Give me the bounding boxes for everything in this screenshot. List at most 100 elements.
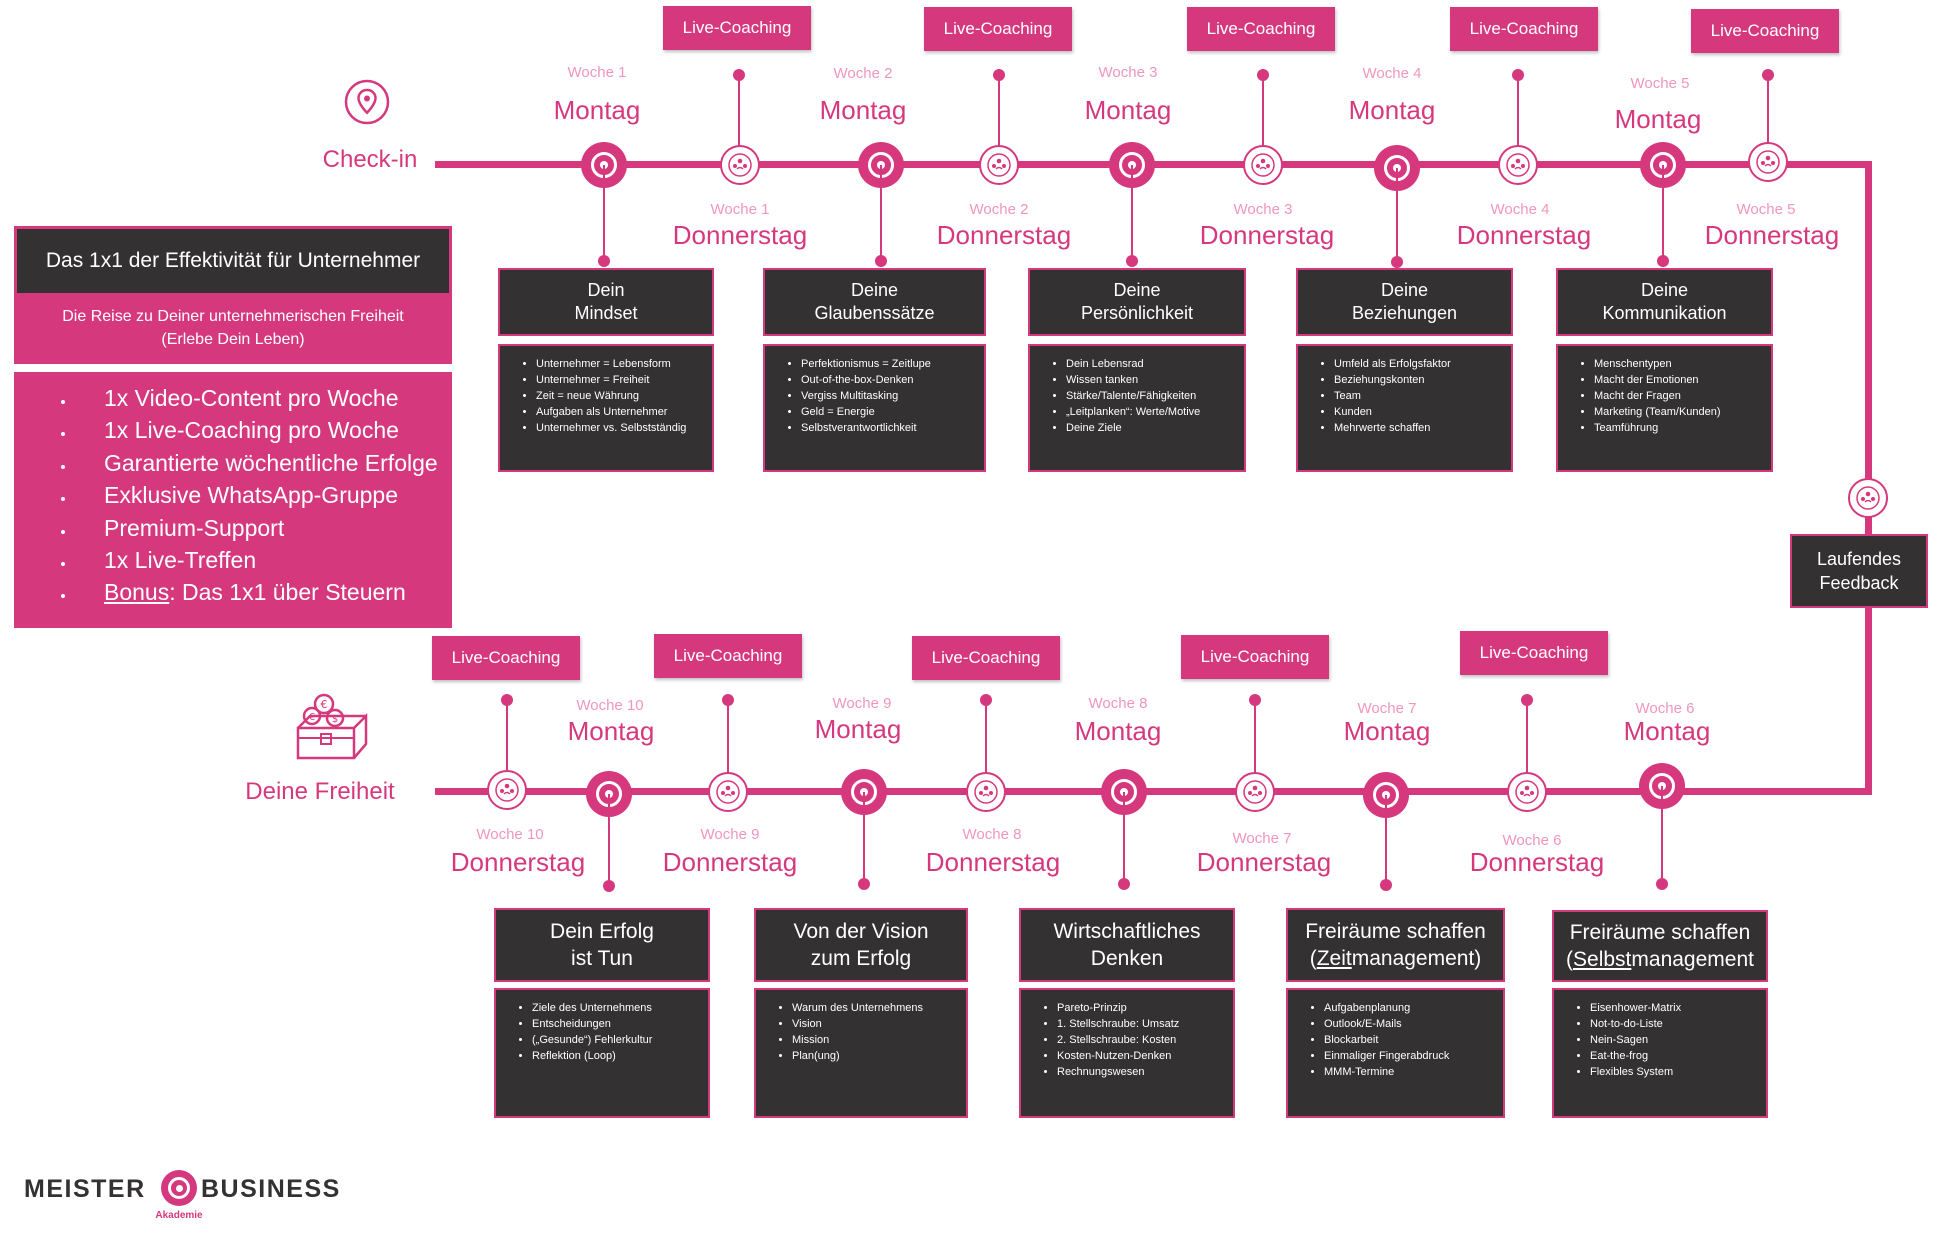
- company-logo: MEISTER BUSINESS Akademie: [24, 1170, 344, 1226]
- module-title-line-2: Persönlichkeit: [1080, 303, 1194, 323]
- module-topic-list: Ziele des Unternehmens Entscheidungen („…: [494, 988, 710, 1118]
- topic-item: Blockarbeit: [1324, 1032, 1503, 1048]
- week-label: Woche 8: [962, 826, 1022, 843]
- week-label: Woche 5: [1630, 75, 1690, 92]
- stem-dot: [875, 255, 887, 267]
- topic-item: Aufgabenplanung: [1324, 1000, 1503, 1016]
- week-label: Woche 1: [567, 64, 627, 81]
- module-topic-list: Unternehmer = Lebensform Unternehmer = F…: [498, 344, 714, 472]
- group-icon: [1515, 780, 1539, 804]
- stem-dot: [501, 694, 513, 706]
- freedom-label: Deine Freiheit: [245, 778, 395, 805]
- stem: [1662, 165, 1664, 261]
- benefit-item-bonus: Bonus: Das 1x1 über Steuern: [76, 576, 452, 608]
- title-underlined: Selbst: [1573, 948, 1632, 971]
- benefit-item: Exklusive WhatsApp-Gruppe: [76, 479, 452, 511]
- module-title-line-2: zum Erfolg: [810, 947, 912, 970]
- topic-item: Stärke/Talente/Fähigkeiten: [1066, 388, 1244, 404]
- stem-dot: [993, 69, 1005, 81]
- group-icon: [728, 153, 752, 177]
- module-title-box: Freiräume schaffen(Selbstmanagement: [1552, 910, 1768, 982]
- week-label: Woche 3: [1233, 201, 1293, 218]
- topic-item: Eisenhower-Matrix: [1590, 1000, 1766, 1016]
- module-topic-list: Aufgabenplanung Outlook/E-Mails Blockarb…: [1286, 988, 1505, 1118]
- benefit-item: Garantierte wöchentliche Erfolge: [76, 447, 452, 479]
- module-title-line-2: Kommunikation: [1602, 303, 1727, 323]
- treasure-chest-icon: € € $: [290, 688, 374, 767]
- monday-label: Montag: [1348, 95, 1436, 125]
- group-icon: [1506, 153, 1530, 177]
- feedback-line-1: Laufendes: [1816, 549, 1902, 569]
- stem: [506, 700, 508, 790]
- topic-item: Outlook/E-Mails: [1324, 1016, 1503, 1032]
- coaching-node: [1507, 772, 1547, 812]
- stem-dot: [1512, 69, 1524, 81]
- monday-label: Montag: [1074, 716, 1162, 746]
- coaching-node: [720, 145, 760, 185]
- stem-dot: [722, 694, 734, 706]
- benefit-item: 1x Live-Treffen: [76, 544, 452, 576]
- group-icon: [716, 780, 740, 804]
- topic-item: Ziele des Unternehmens: [532, 1000, 708, 1016]
- live-coaching-tag: Live-Coaching: [1691, 9, 1839, 53]
- stem-dot: [1249, 694, 1261, 706]
- week-label: Woche 9: [700, 826, 760, 843]
- module-topic-list: Menschentypen Macht der Emotionen Macht …: [1556, 344, 1773, 472]
- topic-item: Nein-Sagen: [1590, 1032, 1766, 1048]
- stem-dot: [598, 255, 610, 267]
- monday-label: Montag: [553, 95, 641, 125]
- bottom-timeline: [435, 788, 1872, 795]
- week-label: Woche 7: [1357, 700, 1417, 717]
- thursday-label: Donnerstag: [936, 220, 1072, 250]
- live-coaching-tag: Live-Coaching: [924, 7, 1072, 51]
- svg-text:€: €: [321, 698, 328, 711]
- thursday-label: Donnerstag: [1469, 847, 1605, 877]
- stem: [1396, 168, 1398, 262]
- coaching-node: [979, 145, 1019, 185]
- subtitle-line-1: Die Reise zu Deiner unternehmerischen Fr…: [62, 308, 404, 325]
- topic-item: Zeit = neue Währung: [536, 388, 712, 404]
- topic-item: Aufgaben als Unternehmer: [536, 404, 712, 420]
- module-title-line-1: Deine: [1113, 280, 1161, 300]
- stem: [880, 165, 882, 261]
- topic-item: Mission: [792, 1032, 966, 1048]
- topic-item: Kunden: [1334, 404, 1511, 420]
- module-title-line-2: ist Tun: [571, 947, 633, 970]
- week-label: Woche 6: [1502, 832, 1562, 849]
- location-pin-icon: [343, 78, 391, 131]
- module-title-line-2: (Zeitmanagement): [1305, 945, 1486, 972]
- subtitle-line-2: (Erlebe Dein Leben): [161, 331, 305, 348]
- coaching-node: [1748, 142, 1788, 182]
- coaching-node: [1235, 772, 1275, 812]
- module-title-line-1: Deine: [850, 280, 898, 300]
- feedback-coaching-node: [1848, 478, 1888, 518]
- stem: [608, 794, 610, 886]
- module-title-line-2: (Selbstmanagement: [1566, 946, 1754, 973]
- stem-dot: [858, 878, 870, 890]
- bonus-text: : Das 1x1 über Steuern: [169, 579, 406, 606]
- topic-item: Reflektion (Loop): [532, 1048, 708, 1064]
- week-label: Woche 3: [1098, 64, 1158, 81]
- logo-subtext: Akademie: [155, 1210, 203, 1221]
- topic-item: Plan(ung): [792, 1048, 966, 1064]
- stem-dot: [1521, 694, 1533, 706]
- title-prefix: (: [1309, 947, 1317, 970]
- thursday-label: Donnerstag: [450, 847, 586, 877]
- thursday-label: Donnerstag: [925, 847, 1061, 877]
- topic-item: Beziehungskonten: [1334, 372, 1511, 388]
- module-topic-list: Eisenhower-Matrix Not-to-do-Liste Nein-S…: [1552, 988, 1768, 1118]
- live-coaching-tag: Live-Coaching: [654, 634, 802, 678]
- module-topic-list: Perfektionismus = Zeitlupe Out-of-the-bo…: [763, 344, 986, 472]
- stem-dot: [1380, 879, 1392, 891]
- thursday-label: Donnerstag: [662, 847, 798, 877]
- group-icon: [974, 780, 998, 804]
- stem: [985, 700, 987, 790]
- stem: [1385, 795, 1387, 885]
- week-label: Woche 9: [832, 695, 892, 712]
- live-coaching-tag: Live-Coaching: [1187, 7, 1335, 51]
